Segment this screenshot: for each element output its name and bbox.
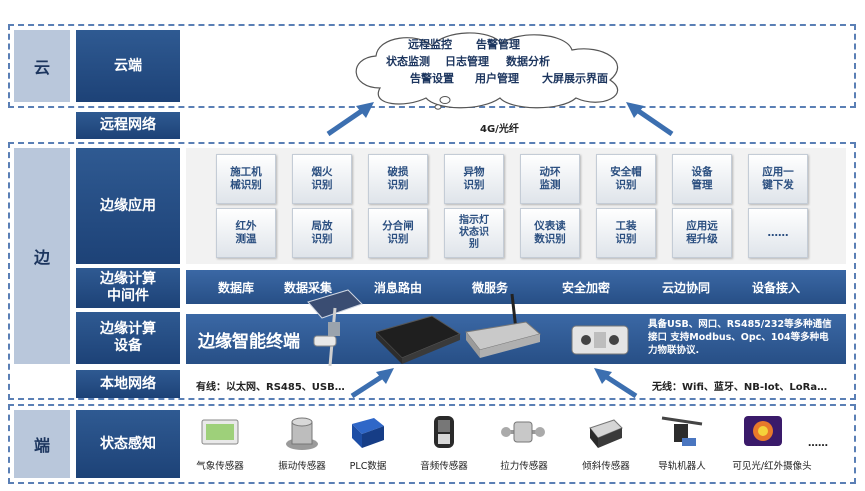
local-network-label: 本地网络	[76, 370, 180, 398]
app-tile-workwear[interactable]: 工装 识别	[596, 208, 656, 258]
edge-device-title: 边缘智能终端	[198, 332, 300, 352]
sensor-label-plc: PLC数据	[349, 461, 387, 472]
app-tile-label: 施工机 械识别	[230, 166, 262, 191]
middleware-label: 边缘计算 中间件	[76, 268, 180, 308]
edge-tier-label: 边	[14, 148, 70, 364]
edge-app-label: 边缘应用	[76, 148, 180, 264]
arrow-up-left-icon	[326, 102, 374, 137]
wired-network-text: 有线：以太网、RS485、USB…	[196, 382, 345, 393]
edge-device-label: 边缘计算 设备	[76, 312, 180, 364]
middleware-item-database: 数据库	[218, 281, 255, 295]
app-tile-label: 指示灯 状态识 别	[459, 215, 489, 250]
app-tile-label: ……	[767, 226, 789, 239]
sensor-label-audio: 音频传感器	[420, 461, 468, 472]
solar-camera-pole-icon	[307, 289, 363, 367]
app-tile-damage[interactable]: 破损 识别	[368, 154, 428, 204]
io-module-icon	[571, 325, 629, 355]
middleware-item-security: 安全加密	[562, 281, 611, 295]
cloud-item-remote-monitor: 远程监控	[408, 38, 452, 51]
app-tile-partial-discharge[interactable]: 局放 识别	[292, 208, 352, 258]
edge-device-desc: 具备USB、网口、RS485/232等多种通信接口 支持Modbus、Opc、1…	[648, 319, 832, 356]
app-tile-label: 局放 识别	[311, 220, 333, 245]
cloud-item-dashboard: 大屏展示界面	[542, 72, 608, 85]
sensor-label-weather: 气象传感器	[196, 461, 244, 472]
app-tile-label: 破损 识别	[387, 166, 409, 191]
app-tile-env-monitor[interactable]: 动环 监测	[520, 154, 580, 204]
router-icon	[465, 293, 542, 358]
middleware-bar: 数据库 数据采集 消息路由 微服务 安全加密 云边协同 设备接入	[186, 270, 846, 304]
app-tile-helmet[interactable]: 安全帽 识别	[596, 154, 656, 204]
app-tile-label: 工装 识别	[615, 220, 637, 245]
sensor-label-tilt: 倾斜传感器	[582, 461, 630, 472]
cloud-tier-frame	[8, 24, 856, 108]
middleware-item-data-collect: 数据采集	[284, 281, 333, 295]
cloud-item-data-analysis: 数据分析	[506, 55, 550, 68]
app-tile-fire[interactable]: 烟火 识别	[292, 154, 352, 204]
app-tile-remote-upgrade[interactable]: 应用远 程升级	[672, 208, 732, 258]
sensor-label-tension: 拉力传感器	[500, 461, 548, 472]
app-tile-label: 应用一 键下发	[762, 166, 794, 191]
app-tile-label: 烟火 识别	[311, 166, 333, 191]
arrow-up-right-icon	[350, 368, 394, 399]
end-tier-label: 端	[14, 410, 70, 478]
app-tile-label: 异物 识别	[463, 166, 485, 191]
app-tile-switch-state[interactable]: 分合闸 识别	[368, 208, 428, 258]
arrow-up-left-icon	[594, 368, 638, 399]
status-sensing-label: 状态感知	[76, 410, 180, 478]
cloud-item-status-monitor: 状态监测	[386, 55, 430, 68]
cloud-shape	[355, 32, 619, 110]
sensor-label-thermal-camera: 可见光/红外摄像头	[732, 461, 812, 472]
tilt-sensor-icon	[589, 419, 623, 448]
middleware-item-cloud-edge: 云边协同	[662, 281, 711, 295]
app-tile-label: 安全帽 识别	[610, 166, 642, 191]
audio-sensor-icon	[434, 416, 454, 448]
edge-tier-frame	[8, 142, 856, 400]
middleware-item-microservice: 微服务	[472, 281, 509, 295]
app-tile-construction[interactable]: 施工机 械识别	[216, 154, 276, 204]
edge-gateway-icon	[375, 315, 462, 364]
sensor-label-vibration: 振动传感器	[278, 461, 326, 472]
app-tile-label: 仪表读 数识别	[534, 220, 566, 245]
app-tile-label: 设备 管理	[691, 166, 713, 191]
tension-sensor-icon	[501, 421, 545, 443]
sensor-label-rail-robot: 导轨机器人	[658, 461, 706, 472]
app-tile-meter-reading[interactable]: 仪表读 数识别	[520, 208, 580, 258]
remote-network-text: 4G/光纤	[480, 124, 519, 135]
app-tile-more[interactable]: ……	[748, 208, 808, 258]
app-tile-label: 动环 监测	[539, 166, 561, 191]
weather-sensor-icon	[201, 419, 239, 445]
end-tier-frame	[8, 404, 856, 484]
remote-network-label: 远程网络	[76, 112, 180, 139]
wireless-network-text: 无线：Wifi、蓝牙、NB-Iot、LoRa…	[652, 382, 828, 393]
thermal-camera-icon	[744, 416, 782, 446]
cloud-item-alarm-setting: 告警设置	[410, 72, 454, 85]
sensors-more: ……	[808, 438, 828, 449]
arrow-up-right-icon	[626, 102, 674, 137]
app-tile-label: 红外 测温	[235, 220, 257, 245]
app-tile-label: 应用远 程升级	[686, 220, 718, 245]
app-tile-device-manage[interactable]: 设备 管理	[672, 154, 732, 204]
middleware-item-device-access: 设备接入	[752, 281, 801, 295]
middleware-item-message-route: 消息路由	[374, 281, 423, 295]
app-tile-one-click-deploy[interactable]: 应用一 键下发	[748, 154, 808, 204]
cloud-item-alarm-manage: 告警管理	[476, 38, 520, 51]
cloud-item-user-manage: 用户管理	[475, 72, 519, 85]
app-tile-foreign-object[interactable]: 异物 识别	[444, 154, 504, 204]
app-tile-infrared-temp[interactable]: 红外 测温	[216, 208, 276, 258]
app-tile-label: 分合闸 识别	[382, 220, 414, 245]
cloud-item-log-manage: 日志管理	[445, 55, 489, 68]
app-tile-indicator-light[interactable]: 指示灯 状态识 别	[444, 208, 504, 258]
app-grid: 施工机 械识别 烟火 识别 破损 识别 异物 识别 动环 监测 安全帽 识别 设…	[192, 152, 842, 262]
cloud-tier-label: 云	[14, 30, 70, 102]
vibration-sensor-icon	[286, 417, 318, 450]
plc-icon	[352, 418, 384, 448]
cloud-sublabel: 云端	[76, 30, 180, 102]
rail-robot-icon	[661, 416, 703, 446]
